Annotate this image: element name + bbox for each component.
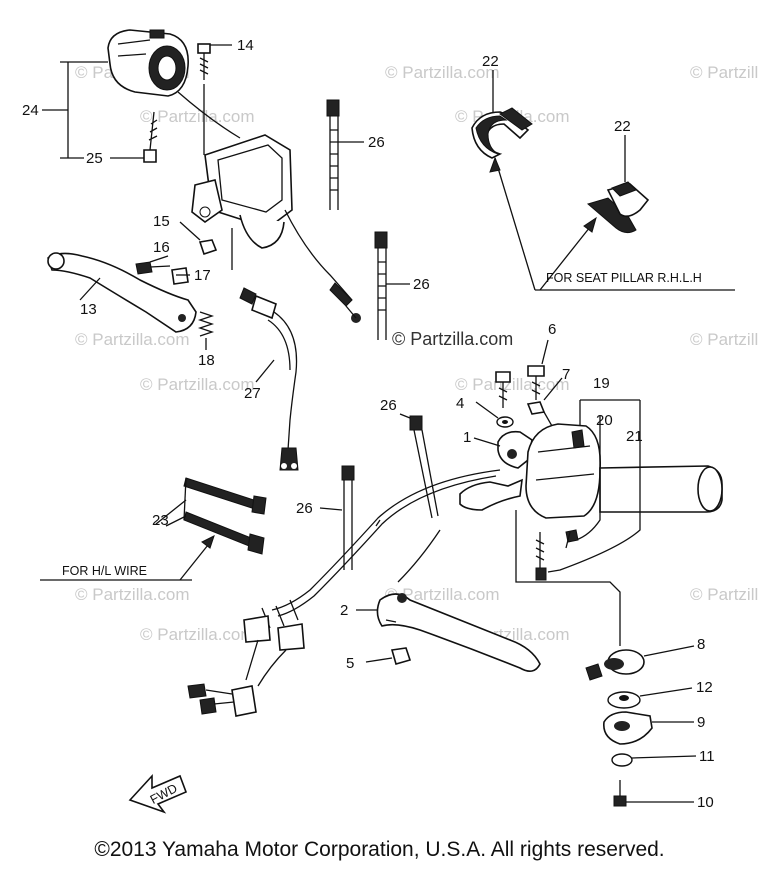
watermark: © Partzilla.com <box>385 585 500 604</box>
bolt-1 <box>495 371 511 408</box>
cable-tie-26 <box>341 465 355 570</box>
callout-26: 26 <box>296 500 313 517</box>
switch-27 <box>239 287 299 471</box>
watermark: © Partzilla.com <box>75 330 190 349</box>
knob-8 <box>585 649 645 681</box>
cable-tie-26 <box>326 99 340 210</box>
master-cylinder-bracket <box>191 134 293 249</box>
nut-5 <box>390 647 412 665</box>
front-direction-arrow-icon: FWD <box>128 773 188 814</box>
callout-24-bracket <box>42 61 108 159</box>
connector <box>329 282 361 323</box>
callout-4: 4 <box>456 395 464 412</box>
screw-25 <box>143 111 158 163</box>
seat-pillar-arrow <box>489 156 735 291</box>
adjuster-9 <box>603 711 653 745</box>
watermark: © Partzilla.com <box>455 375 570 394</box>
cable-tie-26 <box>409 415 439 519</box>
clamp-22 <box>471 107 533 159</box>
callout-26: 26 <box>380 397 397 414</box>
throttle-cable <box>177 91 241 139</box>
spring-18 <box>197 311 215 337</box>
callout-12: 12 <box>696 679 713 696</box>
brake-lever-2 <box>376 593 541 672</box>
callout-2: 2 <box>340 602 348 619</box>
callout-27: 27 <box>244 385 261 402</box>
callout-21: 21 <box>626 428 643 445</box>
screw <box>535 532 547 581</box>
callout-16: 16 <box>153 239 170 256</box>
bolt-6 <box>527 365 545 400</box>
callout-22: 22 <box>482 53 499 70</box>
callout-23: 23 <box>152 512 169 529</box>
master-cylinder <box>525 423 602 519</box>
watermark: © Partzilla.com <box>140 107 255 126</box>
diagram-canvas: © Partzilla.com © Partzilla.com © Partzi… <box>22 29 759 814</box>
watermark: © Partzilla.com <box>75 585 190 604</box>
callout-22: 22 <box>614 118 631 135</box>
hl-wire-note: FOR H/L WIRE <box>62 564 147 578</box>
washer-4 <box>496 416 514 428</box>
callout-17: 17 <box>194 267 211 284</box>
callout-25: 25 <box>86 150 103 167</box>
cable-tie-26 <box>374 231 388 340</box>
callout-9: 9 <box>697 714 705 731</box>
watermark-center: © Partzilla.com <box>392 329 513 349</box>
cable-tie-23 <box>183 477 267 555</box>
wire <box>284 209 353 301</box>
callout-26: 26 <box>413 276 430 293</box>
callout-26: 26 <box>368 134 385 151</box>
hl-wire-arrow <box>40 535 215 581</box>
watermark: © Partzilla.com <box>140 375 255 394</box>
nut-7 <box>526 401 553 431</box>
watermark: © Partzilla.com <box>690 330 759 349</box>
throttle-housing-24 <box>107 29 189 97</box>
bolt-14 <box>197 43 211 80</box>
callout-labels: 14 24 25 26 26 15 16 17 13 18 27 22 22 6… <box>22 37 715 811</box>
callout-10: 10 <box>697 794 714 811</box>
callout-7: 7 <box>562 366 570 383</box>
screw <box>565 529 579 549</box>
watermark: © Partzilla.com <box>140 625 255 644</box>
clutch-lever-13 <box>47 252 197 333</box>
watermark: © Partzilla.com <box>385 63 500 82</box>
bracket-19-20-21-leaders <box>547 399 641 573</box>
callout-18: 18 <box>198 352 215 369</box>
watermark: © Partzilla.com <box>690 63 759 82</box>
leader <box>515 510 621 646</box>
callout-6: 6 <box>548 321 556 338</box>
bolt-16 <box>135 261 171 275</box>
clamp-22 <box>586 181 650 234</box>
nut-17 <box>171 267 189 285</box>
brake-perch <box>459 430 533 511</box>
callout-8: 8 <box>697 636 705 653</box>
screw-10 <box>613 780 627 807</box>
callout-5: 5 <box>346 655 354 672</box>
callout-20: 20 <box>596 412 613 429</box>
watermark-layer: © Partzilla.com © Partzilla.com © Partzi… <box>75 63 759 644</box>
wiring-harness <box>187 469 501 717</box>
callout-1: 1 <box>463 429 471 446</box>
callout-11: 11 <box>699 748 715 765</box>
callout-13: 13 <box>80 301 97 318</box>
washer-12 <box>607 691 641 709</box>
callout-15: 15 <box>153 213 170 230</box>
callout-14: 14 <box>237 37 254 54</box>
callout-24: 24 <box>22 102 39 119</box>
seat-pillar-note: FOR SEAT PILLAR R.H.L.H <box>546 271 702 285</box>
callout-19: 19 <box>593 375 610 392</box>
nut-15 <box>198 239 218 256</box>
handle-grip <box>599 465 723 513</box>
copyright-footer: ©2013 Yamaha Motor Corporation, U.S.A. A… <box>94 838 665 861</box>
washer-11 <box>611 753 633 767</box>
watermark: © Partzilla.com <box>690 585 759 604</box>
